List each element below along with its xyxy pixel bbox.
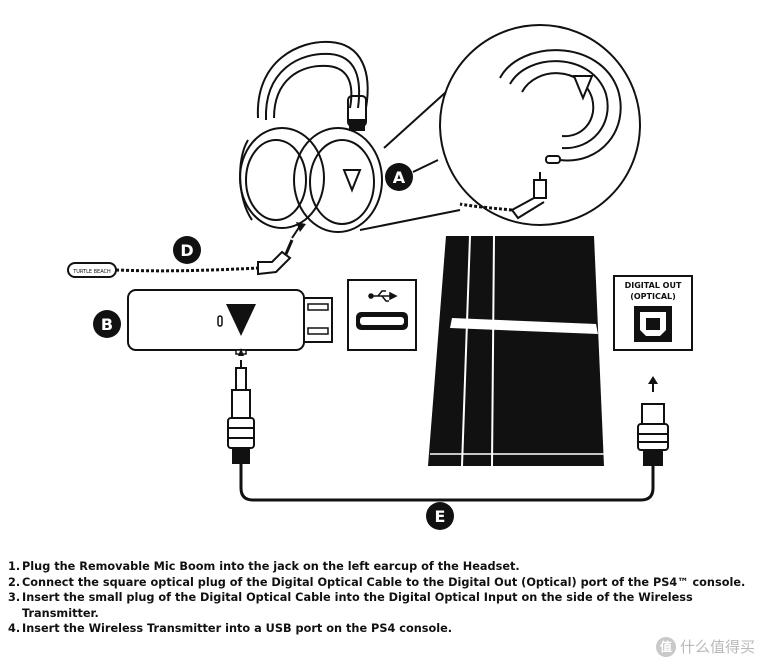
callout-a-label: A [393,168,406,187]
instruction-item: 3. Insert the small plug of the Digital … [8,590,748,621]
transmitter-logo-icon [226,304,256,336]
callout-b-label: B [101,315,113,334]
port-label-line2: (OPTICAL) [630,292,676,301]
instruction-number: 1. [8,560,21,573]
port-label-line1: DIGITAL OUT [625,281,682,290]
callout-b: B [93,310,121,338]
digital-out-port: DIGITAL OUT (OPTICAL) [613,275,693,351]
instruction-item: 2. Connect the square optical plug of th… [8,575,748,591]
usb-icon [368,290,398,302]
port-arrow-head [648,376,658,384]
watermark-text: 什么值得买 [679,638,755,656]
instruction-text: Plug the Removable Mic Boom into the jac… [22,560,520,573]
instruction-text: Insert the Wireless Transmitter into a U… [22,622,453,636]
callout-a: A [385,159,439,191]
callout-e: E [426,502,454,530]
instruction-number: 3. [8,591,21,605]
watermark: 值 什么值得买 [655,636,755,657]
zoom-detail [439,24,641,226]
instructions-list: 1. Plug the Removable Mic Boom into the … [8,559,748,637]
zoom-connector-line-2 [383,91,447,149]
optical-cable [227,348,669,502]
callout-d: D [173,236,201,264]
instruction-number: 4. [8,622,21,636]
zoom-logo-icon [572,75,594,101]
callout-e-label: E [435,507,446,526]
headset [239,40,383,233]
instruction-item: 4. Insert the Wireless Transmitter into … [8,621,748,637]
mic-boom: TURTLE BEACH [67,239,294,278]
wireless-transmitter [127,289,333,355]
callout-d-label: D [180,241,193,260]
instruction-number: 2. [8,575,21,589]
smzdm-logo-icon: 值 [655,636,676,657]
instruction-text: Connect the square optical plug of the D… [22,575,746,589]
mic-arrow-head [296,222,306,232]
instruction-text: Insert the small plug of the Digital Opt… [22,591,693,620]
mic-boom-brand: TURTLE BEACH [72,269,111,275]
instruction-item: 1. Plug the Removable Mic Boom into the … [8,559,748,575]
zoom-connector-line [359,209,461,231]
headset-logo-icon [342,169,362,193]
setup-diagram: A TURTLE BEACH D B [67,24,693,530]
ps4-console [428,235,604,467]
usb-port [347,279,417,351]
